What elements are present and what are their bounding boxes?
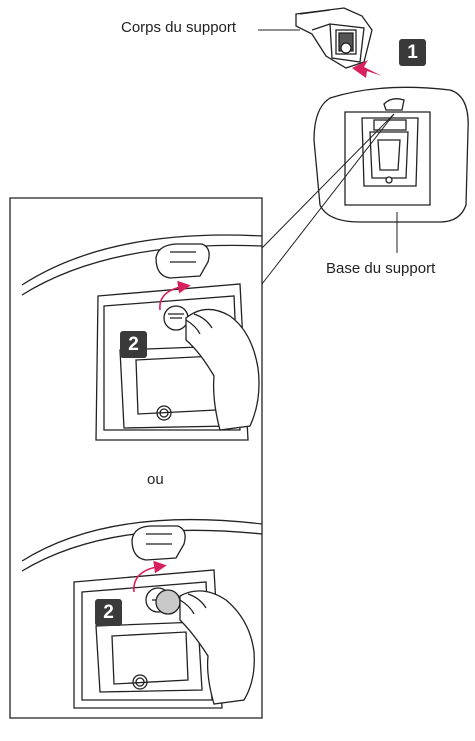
stand-base-label: Base du support xyxy=(326,260,435,277)
step-1-badge: 1 xyxy=(399,39,426,66)
stand-body-label: Corps du support xyxy=(121,19,236,36)
step-2-badge-lower: 2 xyxy=(95,599,122,626)
step-2-badge-upper: 2 xyxy=(120,331,147,358)
or-label: ou xyxy=(147,471,164,488)
stand-body-part xyxy=(296,8,372,68)
stand-base-part xyxy=(314,87,468,222)
detail-lower xyxy=(22,520,262,708)
